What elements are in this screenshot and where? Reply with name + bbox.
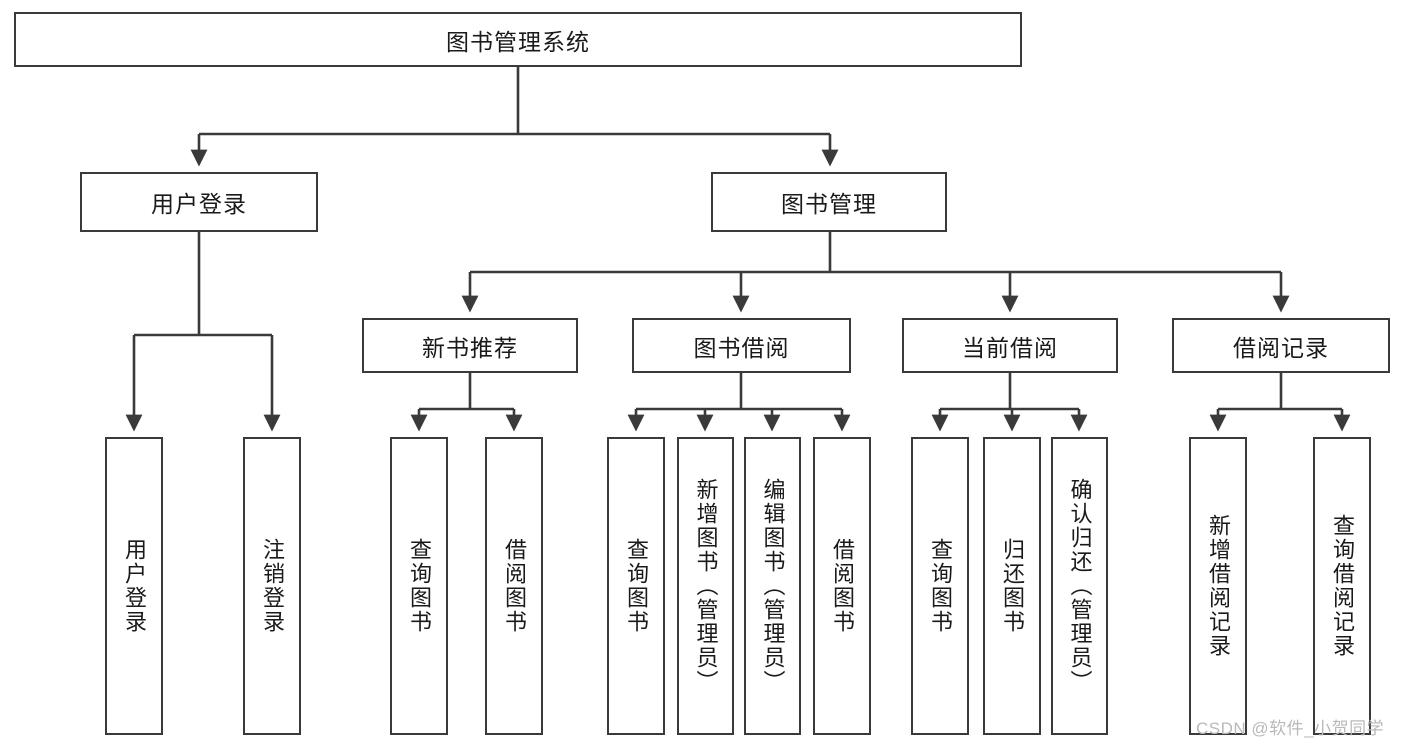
node-current-borrow[interactable]: 当前借阅: [902, 318, 1118, 373]
node-label: 借阅图书: [829, 538, 855, 634]
node-user-login[interactable]: 用户登录: [80, 172, 318, 232]
node-label: 新增图书（管理员）: [693, 478, 719, 694]
node-leaf-query-record[interactable]: 查询借阅记录: [1313, 437, 1371, 735]
node-leaf-add-record[interactable]: 新增借阅记录: [1189, 437, 1247, 735]
node-leaf-query-book-2[interactable]: 查询图书: [607, 437, 665, 735]
node-leaf-query-book-1[interactable]: 查询图书: [390, 437, 448, 735]
node-label: 查询图书: [623, 538, 649, 634]
node-label: 图书管理系统: [446, 28, 590, 55]
node-label: 编辑图书（管理员）: [760, 478, 786, 694]
node-label: 查询图书: [927, 538, 953, 634]
node-label: 借阅图书: [501, 538, 527, 634]
node-leaf-borrow-book-2[interactable]: 借阅图书: [813, 437, 871, 735]
node-new-book-rec[interactable]: 新书推荐: [362, 318, 578, 373]
node-label: 注销登录: [259, 538, 285, 634]
node-leaf-query-book-3[interactable]: 查询图书: [911, 437, 969, 735]
node-label: 查询借阅记录: [1329, 514, 1355, 658]
node-book-manage[interactable]: 图书管理: [711, 172, 947, 232]
csdn-watermark: CSDN @软件_小贺同学: [1196, 719, 1385, 738]
node-label: 用户登录: [121, 538, 147, 634]
node-leaf-confirm-return[interactable]: 确认归还（管理员）: [1051, 437, 1108, 735]
node-label: 图书借阅: [693, 334, 790, 361]
node-label: 用户登录: [151, 191, 247, 217]
node-label: 当前借阅: [962, 334, 1058, 361]
node-leaf-add-book[interactable]: 新增图书（管理员）: [677, 437, 734, 735]
node-label: 借阅记录: [1233, 334, 1329, 361]
node-book-borrow[interactable]: 图书借阅: [632, 318, 851, 373]
node-system-root[interactable]: 图书管理系统: [14, 12, 1022, 67]
node-leaf-logout[interactable]: 注销登录: [243, 437, 301, 735]
node-label: 新书推荐: [422, 334, 518, 361]
node-borrow-record[interactable]: 借阅记录: [1172, 318, 1390, 373]
node-label: 确认归还（管理员）: [1067, 478, 1093, 694]
node-label: 查询图书: [406, 538, 432, 634]
node-label: 归还图书: [999, 538, 1025, 634]
node-leaf-edit-book[interactable]: 编辑图书（管理员）: [744, 437, 801, 735]
node-leaf-user-login[interactable]: 用户登录: [105, 437, 163, 735]
node-leaf-borrow-book-1[interactable]: 借阅图书: [485, 437, 543, 735]
node-leaf-return-book[interactable]: 归还图书: [983, 437, 1041, 735]
node-label: 新增借阅记录: [1205, 514, 1231, 658]
node-label: 图书管理: [781, 191, 877, 217]
